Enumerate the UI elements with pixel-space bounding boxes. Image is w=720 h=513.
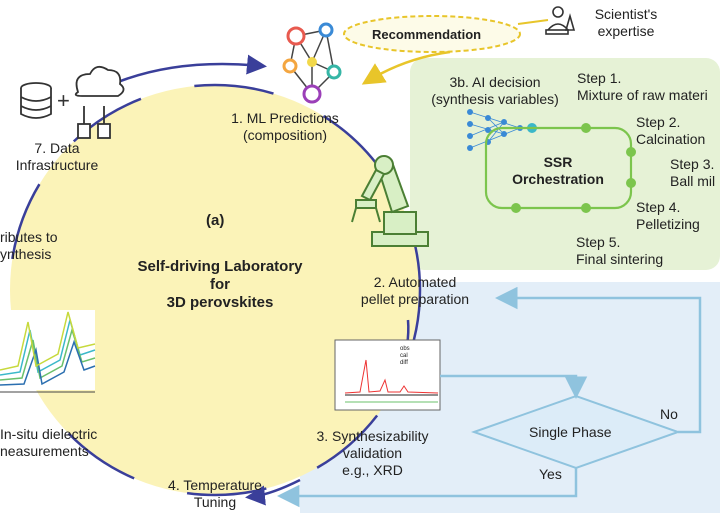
- flow-no: [495, 286, 702, 434]
- automated-line-1: 2. Automated: [373, 274, 457, 290]
- step-2-label: Step 2. Calcination: [636, 114, 705, 148]
- cycle-arrow-top: [117, 54, 267, 84]
- ai-decision-line-2: (synthesis variables): [431, 91, 559, 107]
- step-3-title: Step 3.: [670, 156, 715, 172]
- ml-line-1: 1. ML Predictions: [231, 110, 339, 126]
- step-4-desc: Pelletizing: [636, 216, 700, 232]
- step-5-label: Step 5. Final sintering: [576, 234, 663, 268]
- center-title-line-1: Self-driving Laboratory: [137, 258, 303, 275]
- ssr-label: SSR Orchestration: [508, 154, 608, 188]
- xrd-plot: [334, 339, 441, 411]
- step-2-title: Step 2.: [636, 114, 681, 130]
- recommendation-arrow: [361, 50, 451, 85]
- data-infra-label: 7. Data Infrastructure: [2, 140, 112, 174]
- step-1-label: Step 1. Mixture of raw materi: [577, 70, 708, 104]
- cycle-ring: [8, 83, 422, 497]
- insitu-line-2: neasurements: [0, 443, 89, 459]
- robot-arm-icon: [351, 155, 429, 247]
- ssr-line-2: Orchestration: [512, 171, 604, 187]
- ssr-line-1: SSR: [543, 154, 573, 170]
- automated-line-2: pellet preparation: [360, 291, 470, 307]
- synth-line-1: 3. Synthesizability: [316, 428, 429, 444]
- synth-line-3: e.g., XRD: [342, 462, 403, 478]
- step-node-1: [581, 123, 591, 133]
- ai-decision-line-1: 3b. AI decision: [449, 74, 541, 90]
- scientist-line-1: Scientist's: [594, 6, 658, 22]
- temp-line-1: 4. Temperature: [168, 477, 262, 493]
- contributes-line-1: ributes to: [0, 229, 58, 245]
- center-title-line-3: 3D perovskites: [166, 294, 274, 311]
- xrd-legend-cal: cal: [400, 353, 408, 359]
- contributes-label: ributes to ynthesis: [0, 229, 58, 263]
- step-3-desc: Ball mil: [670, 173, 716, 189]
- temp-line-2: Tuning: [193, 494, 237, 510]
- step-2-desc: Calcination: [636, 131, 706, 147]
- synth-line-2: validation: [342, 445, 403, 461]
- ml-predictions-label: 1. ML Predictions (composition): [210, 110, 360, 144]
- center-title: Self-driving Laboratory for 3D perovskit…: [110, 258, 330, 312]
- network-icon: [282, 22, 342, 104]
- step-3-label: Step 3. Ball mil: [670, 156, 715, 190]
- step-4-label: Step 4. Pelletizing: [636, 199, 700, 233]
- scientist-line-2: expertise: [597, 23, 655, 39]
- ai-network-icon: [467, 109, 523, 151]
- cycle-circle: [10, 85, 420, 495]
- step-5-title: Step 5.: [576, 234, 621, 250]
- flow-yes: [277, 468, 578, 508]
- database-cloud-icon: [20, 65, 125, 139]
- ai-decision-label: 3b. AI decision (synthesis variables): [420, 74, 570, 108]
- step-node-4: [581, 203, 591, 213]
- step-4-title: Step 4.: [636, 199, 681, 215]
- step-node-3: [626, 178, 636, 188]
- green-panel: [410, 58, 720, 270]
- recommendation-label: Recommendation: [372, 27, 482, 42]
- plus-sign: +: [57, 88, 70, 113]
- xrd-legend: obs cal diff: [400, 346, 410, 367]
- flow-xrd-to-decision: [440, 374, 588, 399]
- scientist-icon: [545, 6, 576, 35]
- panel-label: (a): [206, 212, 225, 229]
- xrd-legend-diff: diff: [400, 360, 408, 366]
- data-infra-line-2: Infrastructure: [15, 157, 99, 173]
- step-1-desc: Mixture of raw materi: [577, 87, 708, 103]
- contributes-line-2: ynthesis: [0, 246, 52, 262]
- synth-valid-label: 3. Synthesizability validation e.g., XRD: [300, 428, 445, 479]
- step-1-title: Step 1.: [577, 70, 622, 86]
- data-infra-line-1: 7. Data: [34, 140, 80, 156]
- cycle-arrow-bottom: [245, 478, 301, 506]
- no-label: No: [660, 406, 678, 422]
- recommendation-ellipse: [343, 15, 521, 53]
- insitu-line-1: In-situ dielectric: [0, 426, 98, 442]
- dielectric-plot: [0, 310, 96, 393]
- step-5-desc: Final sintering: [576, 251, 664, 267]
- yes-label: Yes: [539, 466, 562, 482]
- step-node-2: [626, 147, 636, 157]
- center-title-line-2: for: [210, 276, 230, 293]
- decision-label: Single Phase: [529, 424, 612, 440]
- insitu-label: In-situ dielectric neasurements: [0, 426, 97, 460]
- automated-label: 2. Automated pellet preparation: [340, 274, 490, 308]
- ml-line-2: (composition): [242, 127, 328, 143]
- ssr-loop: [484, 126, 633, 210]
- temp-tuning-label: 4. Temperature Tuning: [140, 477, 290, 511]
- step-node-5: [511, 203, 521, 213]
- scientist-label: Scientist's expertise: [576, 6, 676, 40]
- scientist-arrow: [517, 19, 549, 25]
- xrd-legend-obs: obs: [400, 346, 410, 352]
